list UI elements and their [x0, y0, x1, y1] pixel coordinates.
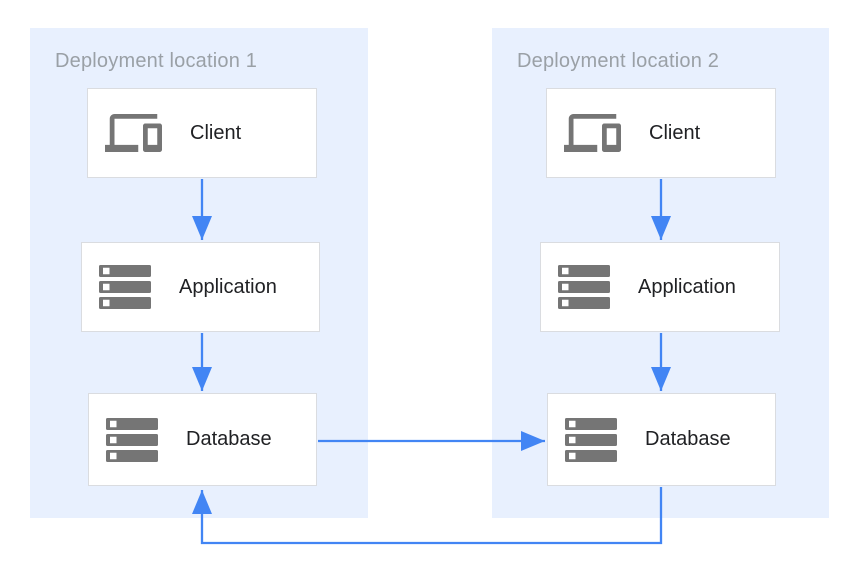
node-label: Database [645, 428, 731, 450]
devices-icon [564, 114, 621, 152]
node-label: Application [179, 275, 277, 298]
node-application-2: Application [540, 242, 780, 332]
node-label: Client [190, 121, 242, 144]
node-label: Database [186, 428, 272, 450]
server-stack-icon [565, 417, 617, 462]
node-client-1: Client [87, 88, 317, 178]
node-database-2: Database [547, 393, 776, 486]
server-stack-icon [106, 417, 158, 462]
devices-icon [105, 114, 162, 152]
node-database-1: Database [88, 393, 317, 486]
server-stack-icon [99, 265, 151, 309]
deployment-location-2-title: Deployment location 2 [517, 50, 720, 72]
node-client-2: Client [546, 88, 776, 178]
node-label: Application [638, 275, 736, 298]
node-label: Client [649, 121, 701, 144]
deployment-location-1-title: Deployment location 1 [55, 50, 258, 72]
server-stack-icon [558, 265, 610, 309]
node-application-1: Application [81, 242, 320, 332]
